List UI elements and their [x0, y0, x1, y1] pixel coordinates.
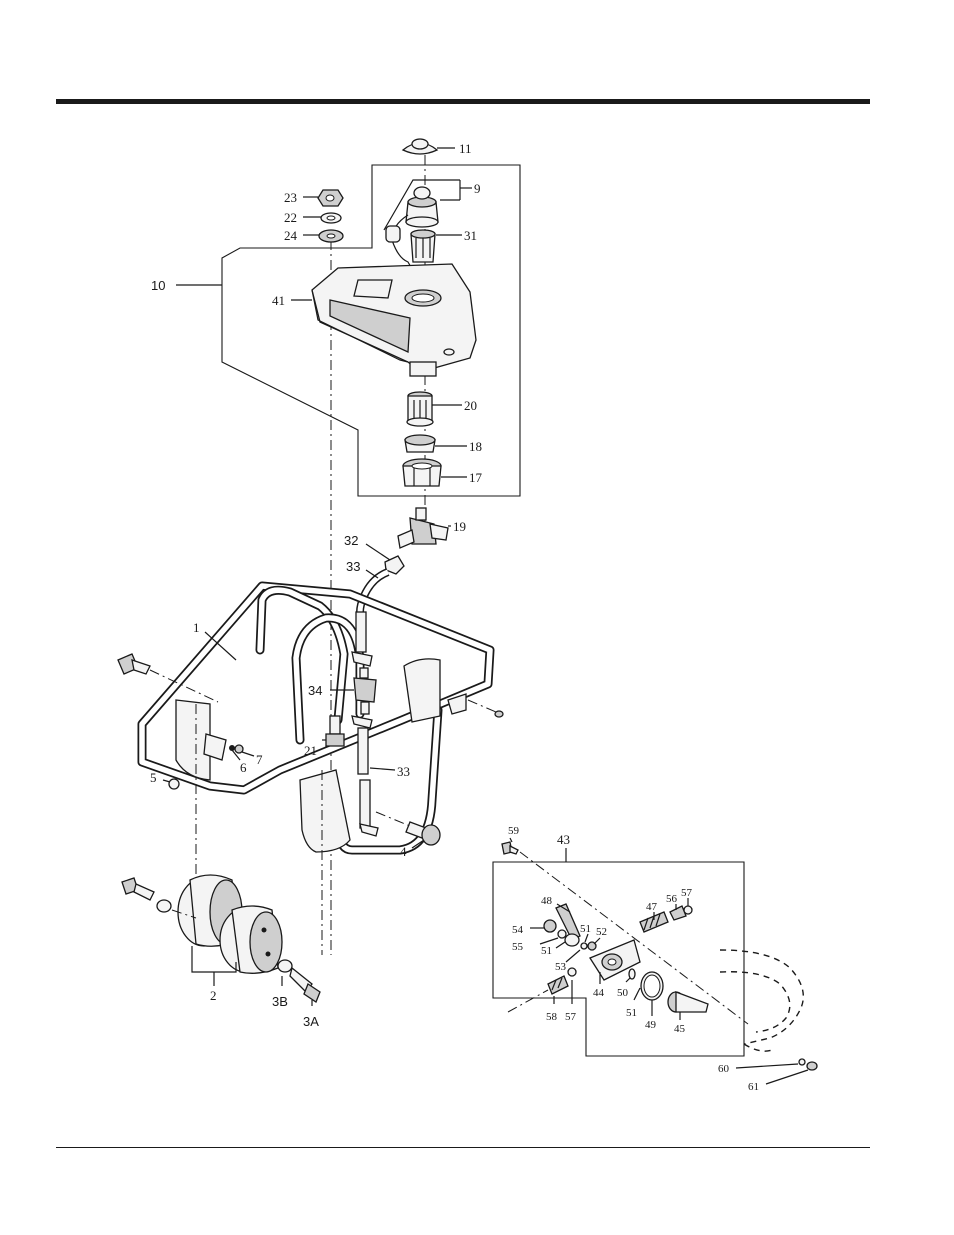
- callout-24: 24: [284, 228, 298, 243]
- callout-43: 43: [557, 832, 570, 847]
- cap-cover-part: [403, 139, 437, 154]
- callout-54: 54: [512, 924, 524, 936]
- flat-washer-part: [319, 230, 343, 242]
- mount-bolt-part: [118, 654, 150, 674]
- callout-17: 17: [469, 470, 483, 485]
- sediment-screen-part: [407, 392, 433, 426]
- callout-44: 44: [593, 987, 605, 999]
- callout-47: 47: [646, 901, 658, 913]
- washer-51-part: [581, 943, 587, 949]
- callout-34: 34: [308, 683, 322, 698]
- nut-57-lower-part: [568, 968, 576, 976]
- nut-part: [318, 190, 343, 206]
- bolt-58-part: [548, 976, 568, 994]
- callout-31: 31: [464, 228, 477, 243]
- spring-56-part: [670, 906, 686, 920]
- pin-50-part: [629, 969, 635, 979]
- lock-washer-part: [321, 213, 341, 223]
- engine-mount-part: [178, 875, 282, 973]
- callout-32: 32: [344, 533, 358, 548]
- callout-6: 6: [240, 760, 247, 775]
- callout-53: 53: [555, 961, 567, 973]
- callout-4: 4: [400, 844, 407, 859]
- callout-58: 58: [546, 1011, 558, 1023]
- callout-33-lower: 33: [397, 764, 410, 779]
- callout-57-upper: 57: [681, 887, 693, 899]
- callout-45: 45: [674, 1023, 686, 1035]
- callout-23: 23: [284, 190, 297, 205]
- bolt-59-part: [502, 842, 518, 854]
- washer-small-part: [235, 745, 243, 753]
- fuel-cap-part: [406, 187, 438, 227]
- fuel-strainer-part: [411, 230, 435, 262]
- grommet-part: [169, 779, 179, 789]
- callout-21: 21: [304, 743, 317, 758]
- callout-41: 41: [272, 293, 285, 308]
- callout-5: 5: [150, 770, 157, 785]
- handle-outline: [720, 950, 803, 1044]
- callout-52: 52: [596, 926, 607, 938]
- mount-bolt-left-part: [122, 878, 171, 912]
- callout-60: 60: [718, 1063, 730, 1075]
- callout-11: 11: [459, 141, 472, 156]
- callout-3b: 3B: [272, 994, 288, 1009]
- callout-56: 56: [666, 893, 678, 905]
- callout-57-lower: 57: [565, 1011, 577, 1023]
- nut-61-part: [807, 1062, 817, 1070]
- callout-1: 1: [193, 620, 200, 635]
- callout-33-upper: 33: [346, 559, 360, 574]
- knob-54-part: [544, 920, 556, 932]
- cup-nut-part: [403, 459, 441, 486]
- callout-2: 2: [210, 988, 217, 1003]
- callout-18: 18: [469, 439, 482, 454]
- callout-9: 9: [474, 181, 481, 196]
- callout-20: 20: [464, 398, 477, 413]
- callout-51-middle: 51: [541, 945, 552, 957]
- fuel-valve-part: [398, 508, 448, 548]
- callout-49: 49: [645, 1019, 657, 1031]
- callout-59: 59: [508, 825, 520, 837]
- callout-10: 10: [151, 278, 165, 293]
- nut-57-part: [684, 906, 692, 914]
- cup-gasket-part: [405, 435, 435, 452]
- callout-55: 55: [512, 941, 524, 953]
- callout-3a: 3A: [303, 1014, 319, 1029]
- callout-19: 19: [453, 519, 466, 534]
- callout-61: 61: [748, 1081, 759, 1093]
- callout-51-upper: 51: [580, 923, 591, 935]
- callout-7: 7: [256, 752, 263, 767]
- callout-51-lower: 51: [626, 1007, 637, 1019]
- callout-22: 22: [284, 210, 297, 225]
- washer-60-part: [799, 1059, 805, 1065]
- callout-48: 48: [541, 895, 553, 907]
- throttle-knob-part: [668, 992, 708, 1012]
- fuel-tank-part: [312, 264, 476, 376]
- callout-50: 50: [617, 987, 629, 999]
